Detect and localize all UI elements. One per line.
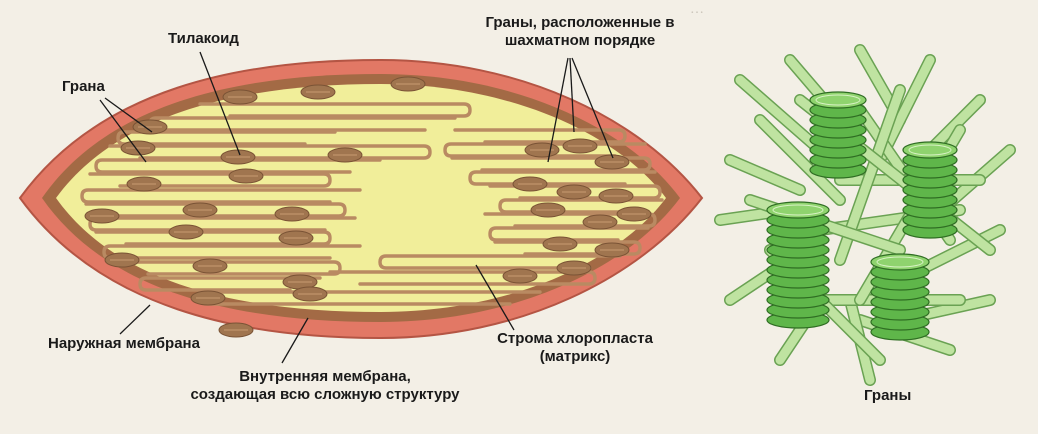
thylakoid-lamella — [378, 254, 622, 270]
thylakoid-lamella — [498, 198, 664, 214]
pointer-granum-1 — [104, 97, 153, 133]
label-grana-3d: Граны — [864, 387, 912, 404]
thylakoid-disc — [902, 141, 958, 159]
thylakoid-lamella — [138, 276, 322, 292]
thylakoid-lamella — [94, 230, 332, 246]
disc-highlight — [772, 204, 824, 216]
pointer-staggered-1 — [547, 57, 569, 163]
pointer-outer-membrane — [119, 304, 151, 335]
thylakoid-lamella — [108, 144, 432, 160]
chloroplast-cross-section — [18, 58, 704, 340]
thylakoid-lamella — [453, 128, 627, 144]
thylakoid-lamella — [88, 172, 332, 188]
label-stroma-line1: Строма хлоропласта — [497, 330, 653, 347]
thylakoid-lamella — [116, 130, 337, 146]
thylakoid-lamella — [116, 260, 342, 276]
label-inner-line2: создающая всю сложную структуру — [190, 386, 460, 403]
label-thylakoid: Тилакоид — [168, 30, 239, 47]
thylakoid-lamella — [328, 270, 597, 286]
pointer-staggered-2 — [569, 57, 575, 133]
thylakoid-lamella — [94, 158, 382, 174]
grana-stacks-3d — [766, 91, 958, 341]
label-inner-membrane: Внутренняя мембрана, создающая всю сложн… — [180, 368, 470, 404]
thylakoid-lamella — [80, 188, 362, 204]
thylakoid-lamella — [443, 142, 647, 158]
thylakoid-disc — [870, 253, 930, 271]
label-outer-membrane: Наружная мембрана — [48, 335, 200, 352]
thylakoid-lamella — [468, 170, 657, 186]
label-staggered-grana: Граны, расположенные в шахматном порядке — [470, 14, 690, 50]
thylakoid-lamella — [450, 156, 652, 172]
lamella-branch — [755, 115, 845, 205]
background-text: … — [690, 2, 704, 17]
disc-highlight — [908, 144, 952, 156]
thylakoid-lamella — [84, 202, 347, 218]
thylakoid-disc — [809, 91, 867, 109]
thylakoid-lamella — [488, 184, 662, 200]
pointer-inner-membrane — [281, 317, 309, 364]
disc-highlight — [876, 256, 924, 268]
thylakoid-lamella — [198, 102, 472, 118]
label-granum: Грана — [62, 78, 105, 95]
lamella-branch — [915, 225, 1005, 275]
pointer-granum-2 — [99, 99, 147, 163]
pointer-stroma — [475, 264, 515, 331]
label-stroma: Строма хлоропласта (матрикс) — [480, 330, 670, 366]
disc-highlight — [815, 94, 861, 106]
thylakoid-lamella — [488, 226, 650, 242]
thylakoid-disc — [766, 201, 830, 219]
label-stroma-line2: (матрикс) — [539, 348, 611, 365]
label-pointers — [99, 51, 614, 364]
pointer-staggered-3 — [571, 57, 614, 159]
thylakoid-lamella — [493, 240, 642, 256]
pointer-thylakoid — [199, 51, 241, 156]
grana-3d-model — [714, 44, 1016, 386]
label-staggered-line1: Граны, расположенные в — [485, 14, 675, 31]
lamella-branch — [735, 75, 825, 155]
label-inner-line1: Внутренняя мембрана, — [239, 368, 411, 385]
label-staggered-line2: шахматном порядке — [504, 32, 656, 49]
lamella-branch — [725, 155, 805, 195]
